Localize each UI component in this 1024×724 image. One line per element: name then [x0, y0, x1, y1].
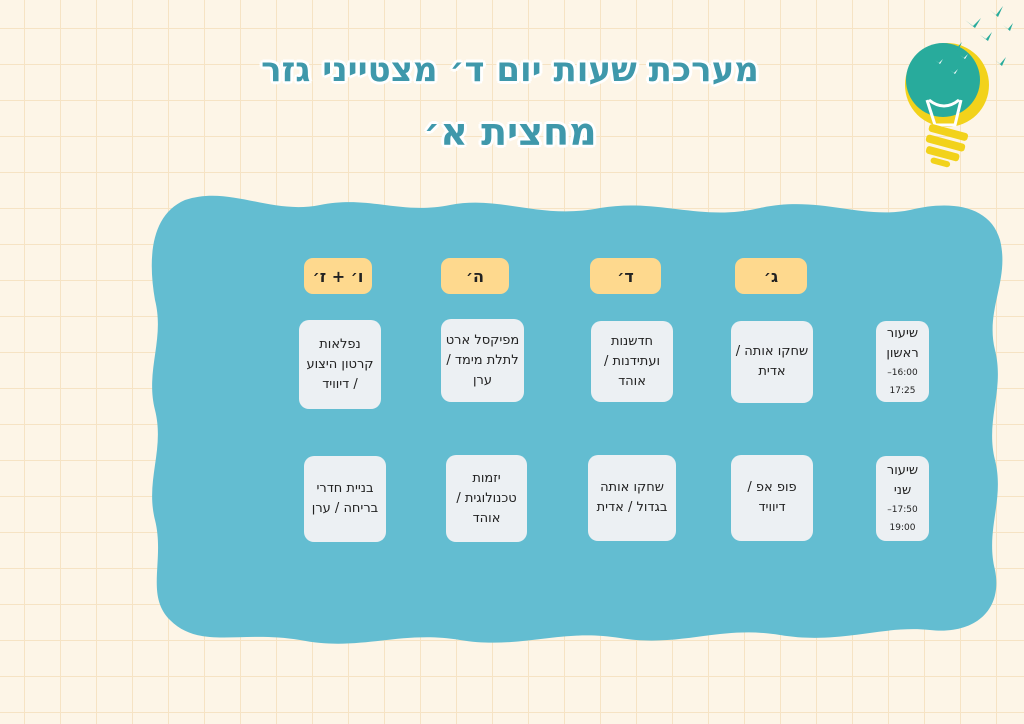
- class-cell: פופ אפ / דיוויד: [731, 455, 813, 541]
- lightbulb-birds-icon: [905, 6, 1013, 168]
- page-subtitle: מחצית א׳: [423, 110, 597, 154]
- class-cell: יזמות טכנולוגית / אוהד: [446, 455, 527, 542]
- lesson-label: שיעור ראשון 16:00–17:25: [876, 321, 929, 402]
- lesson-time: 16:00–17:25: [887, 367, 918, 396]
- day-header-vav-zayin: ו׳ + ז׳: [304, 258, 372, 294]
- day-header-dalet: ד׳: [590, 258, 661, 294]
- class-cell: שחקו אותה / אדית: [731, 321, 813, 403]
- class-cell: מפיקסל ארט לתלת מימד / ערן: [441, 319, 524, 402]
- class-cell: חדשנות ועתידנות / אוהד: [591, 321, 673, 402]
- page-title: מערכת שעות יום ד׳ מצטייני גזר: [261, 50, 759, 90]
- class-cell: שחקו אותה בגדול / אדית: [588, 455, 676, 541]
- class-cell: בניית חדרי בריחה / ערן: [304, 456, 386, 542]
- lesson-name: שיעור שני: [886, 462, 919, 498]
- lesson-label: שיעור שני 17:50–19:00: [876, 456, 929, 541]
- day-header-he: ה׳: [441, 258, 509, 294]
- lesson-time: 17:50–19:00: [887, 504, 918, 533]
- lesson-name: שיעור ראשון: [886, 325, 919, 361]
- day-header-gimel: ג׳: [735, 258, 807, 294]
- class-cell: נפלאות קרטון היצוע / דיוויד: [299, 320, 381, 409]
